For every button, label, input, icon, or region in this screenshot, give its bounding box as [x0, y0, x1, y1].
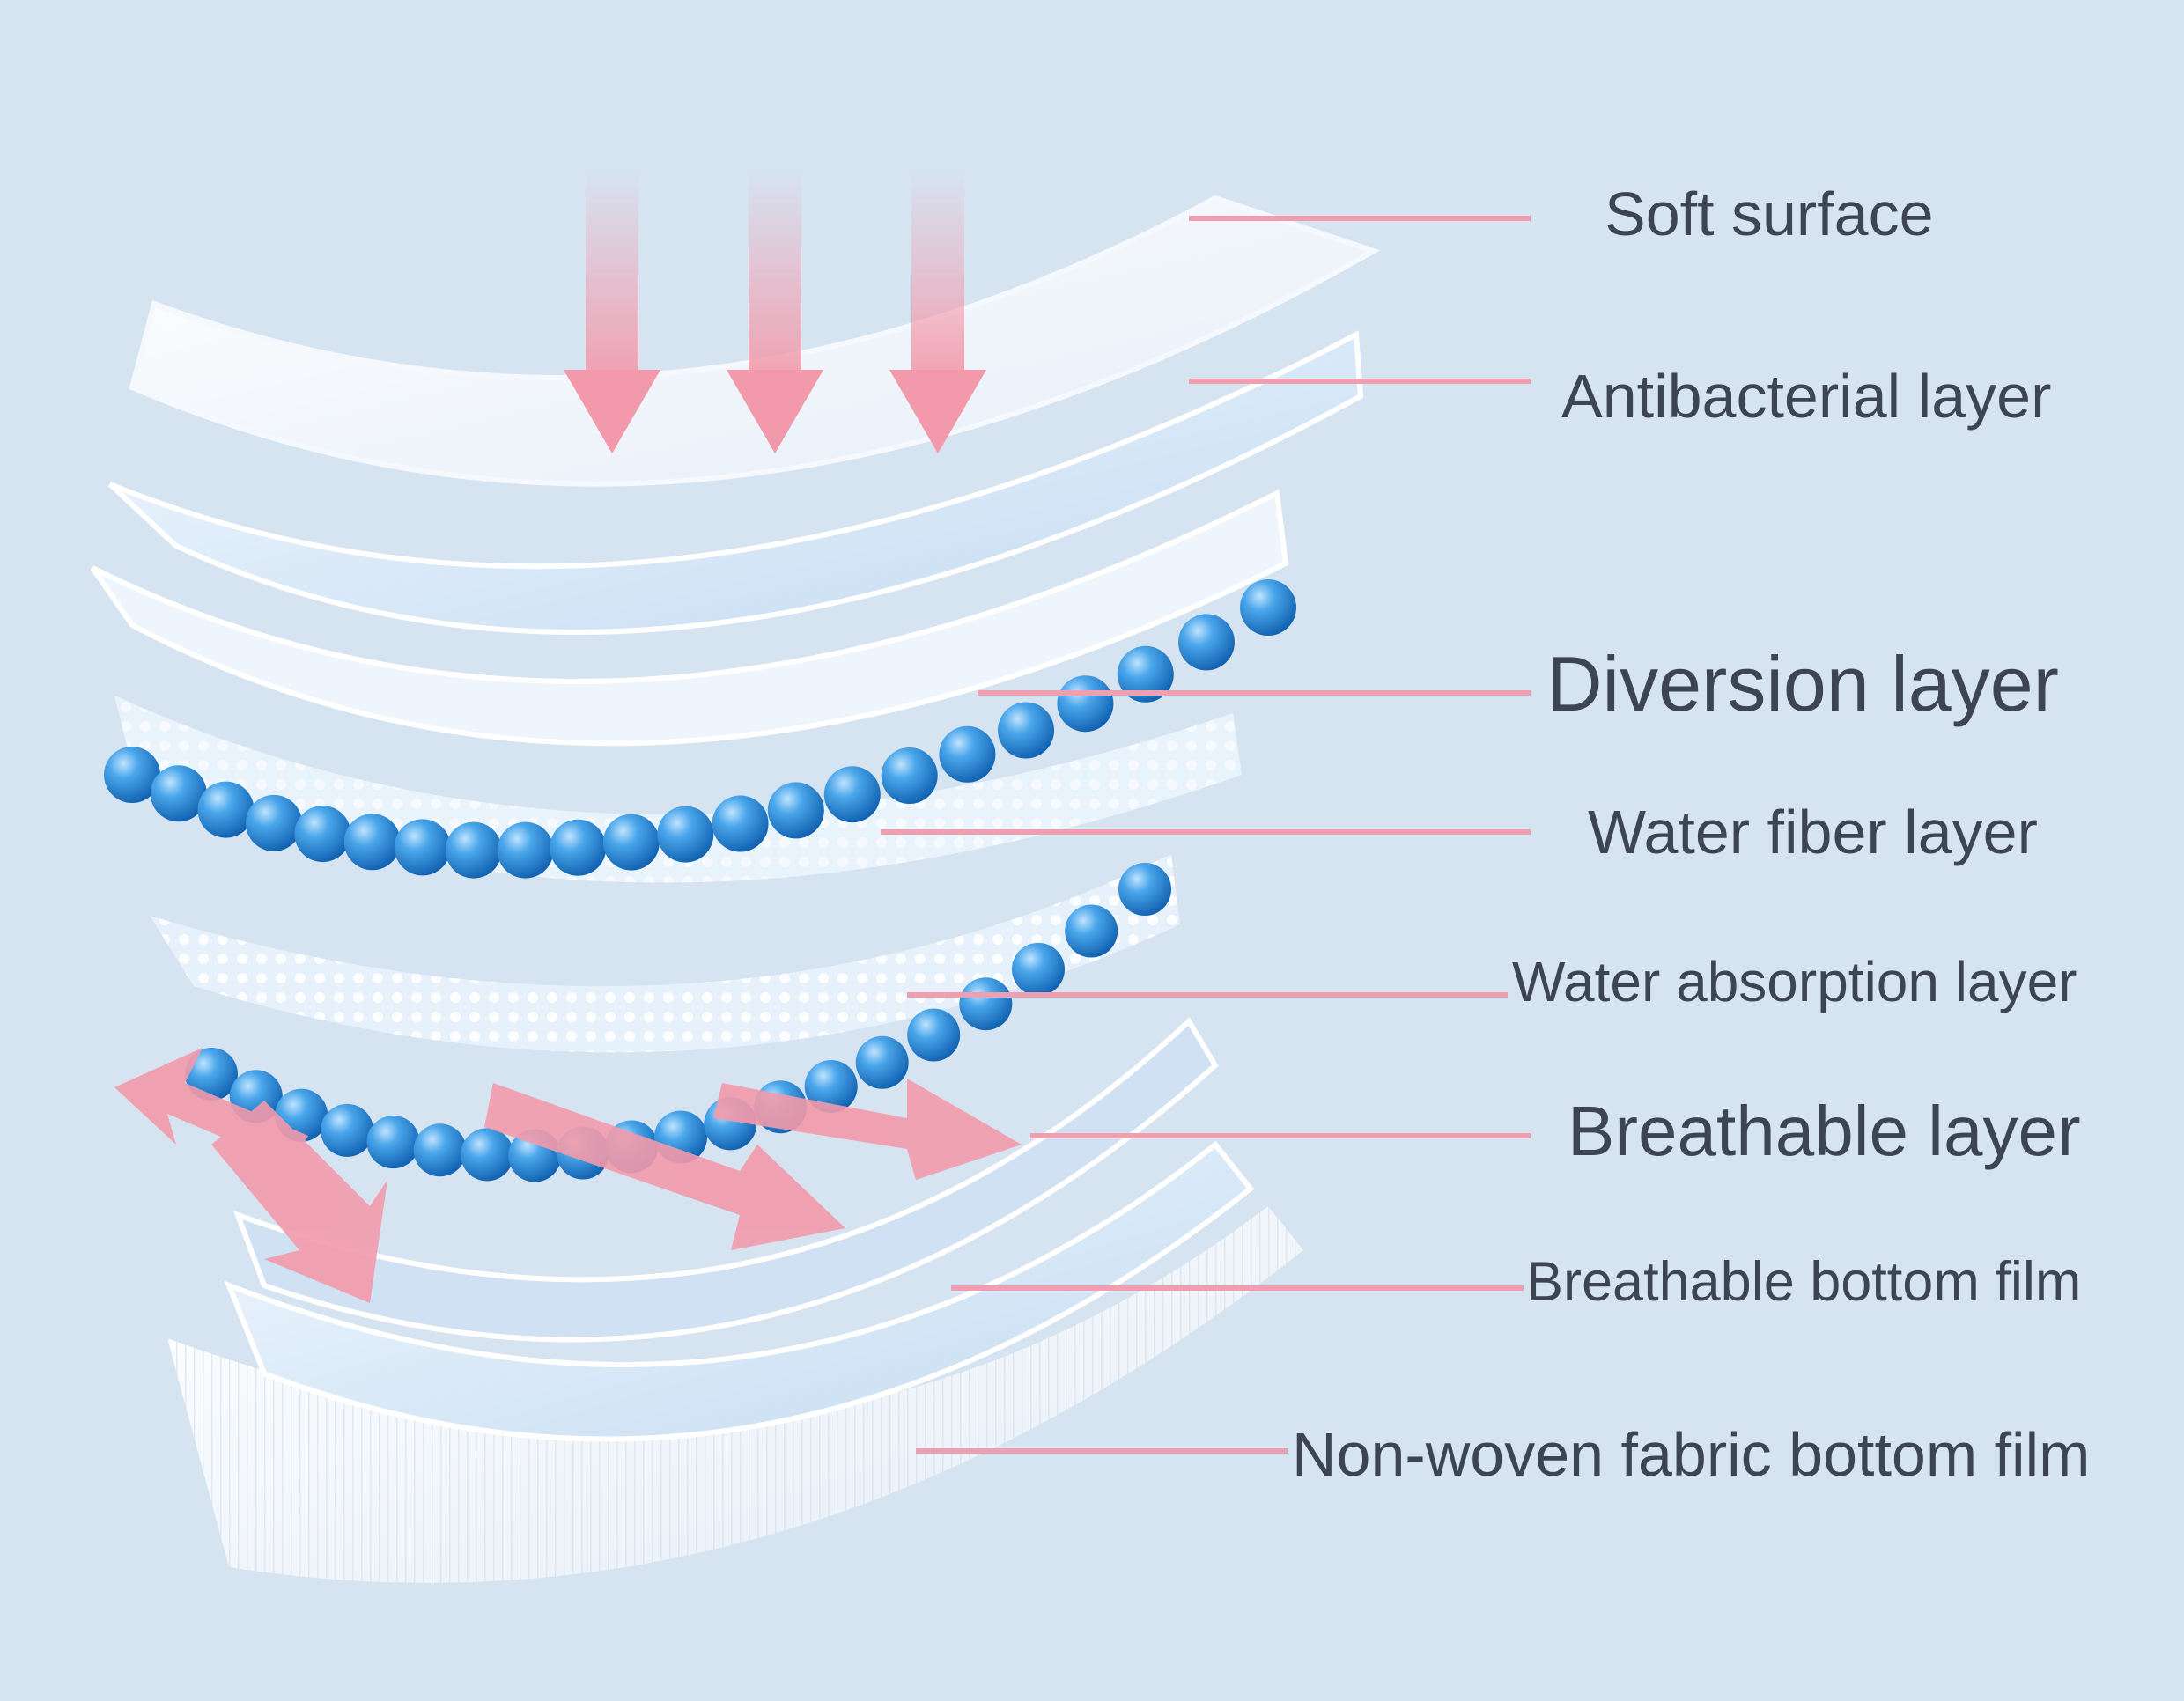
arrow-diagonal-icon: [114, 1048, 1022, 1303]
bead: [413, 1123, 467, 1177]
bead: [907, 1008, 961, 1062]
label-breathable-layer: Breathable layer: [1568, 1092, 2081, 1170]
leader-lines: [881, 216, 1531, 1454]
bead: [366, 1116, 420, 1169]
arrow-down-icon: [564, 172, 986, 453]
bead: [185, 1048, 238, 1101]
label-water-fiber-layer: Water fiber layer: [1588, 798, 2038, 866]
bead: [550, 819, 607, 876]
bottom-film-sheet: [224, 1140, 1255, 1442]
bead: [321, 1103, 374, 1157]
bead: [1012, 942, 1065, 996]
bead: [855, 1035, 909, 1089]
bead: [197, 781, 255, 838]
bead: [150, 765, 207, 822]
bead: [657, 806, 714, 863]
bead: [246, 794, 302, 851]
antibacterial-sheet: [107, 330, 1364, 635]
label-water-absorption-layer: Water absorption layer: [1512, 950, 2077, 1013]
label-breathable-bottom-film: Breathable bottom film: [1526, 1251, 2082, 1313]
bead: [497, 821, 554, 879]
soft-surface-sheet: [129, 195, 1381, 487]
bead: [1178, 614, 1235, 671]
bead: [998, 702, 1054, 759]
breathable-sheet: [232, 1017, 1219, 1343]
bead: [823, 766, 881, 823]
bead: [294, 806, 351, 863]
bead: [104, 747, 160, 803]
label-nonwoven-bottom-film: Non-woven fabric bottom film: [1292, 1420, 2091, 1489]
bead: [1240, 579, 1296, 636]
bead: [343, 814, 401, 871]
label-diversion-layer: Diversion layer: [1546, 640, 2059, 727]
bead: [1057, 675, 1114, 733]
bead: [767, 782, 824, 839]
bead: [445, 821, 502, 879]
bead: [939, 725, 996, 783]
label-antibacterial-layer: Antibacterial layer: [1561, 362, 2052, 431]
label-soft-surface: Soft surface: [1605, 180, 1934, 248]
bead: [881, 747, 938, 804]
bead: [1117, 645, 1174, 703]
bead: [461, 1128, 514, 1182]
bead: [1065, 904, 1118, 958]
bead: [804, 1060, 858, 1113]
bead: [959, 977, 1013, 1031]
bead: [1118, 863, 1171, 916]
bead: [602, 814, 660, 871]
bead: [394, 819, 451, 876]
bead: [712, 795, 769, 852]
diversion-sheet: [84, 489, 1289, 747]
